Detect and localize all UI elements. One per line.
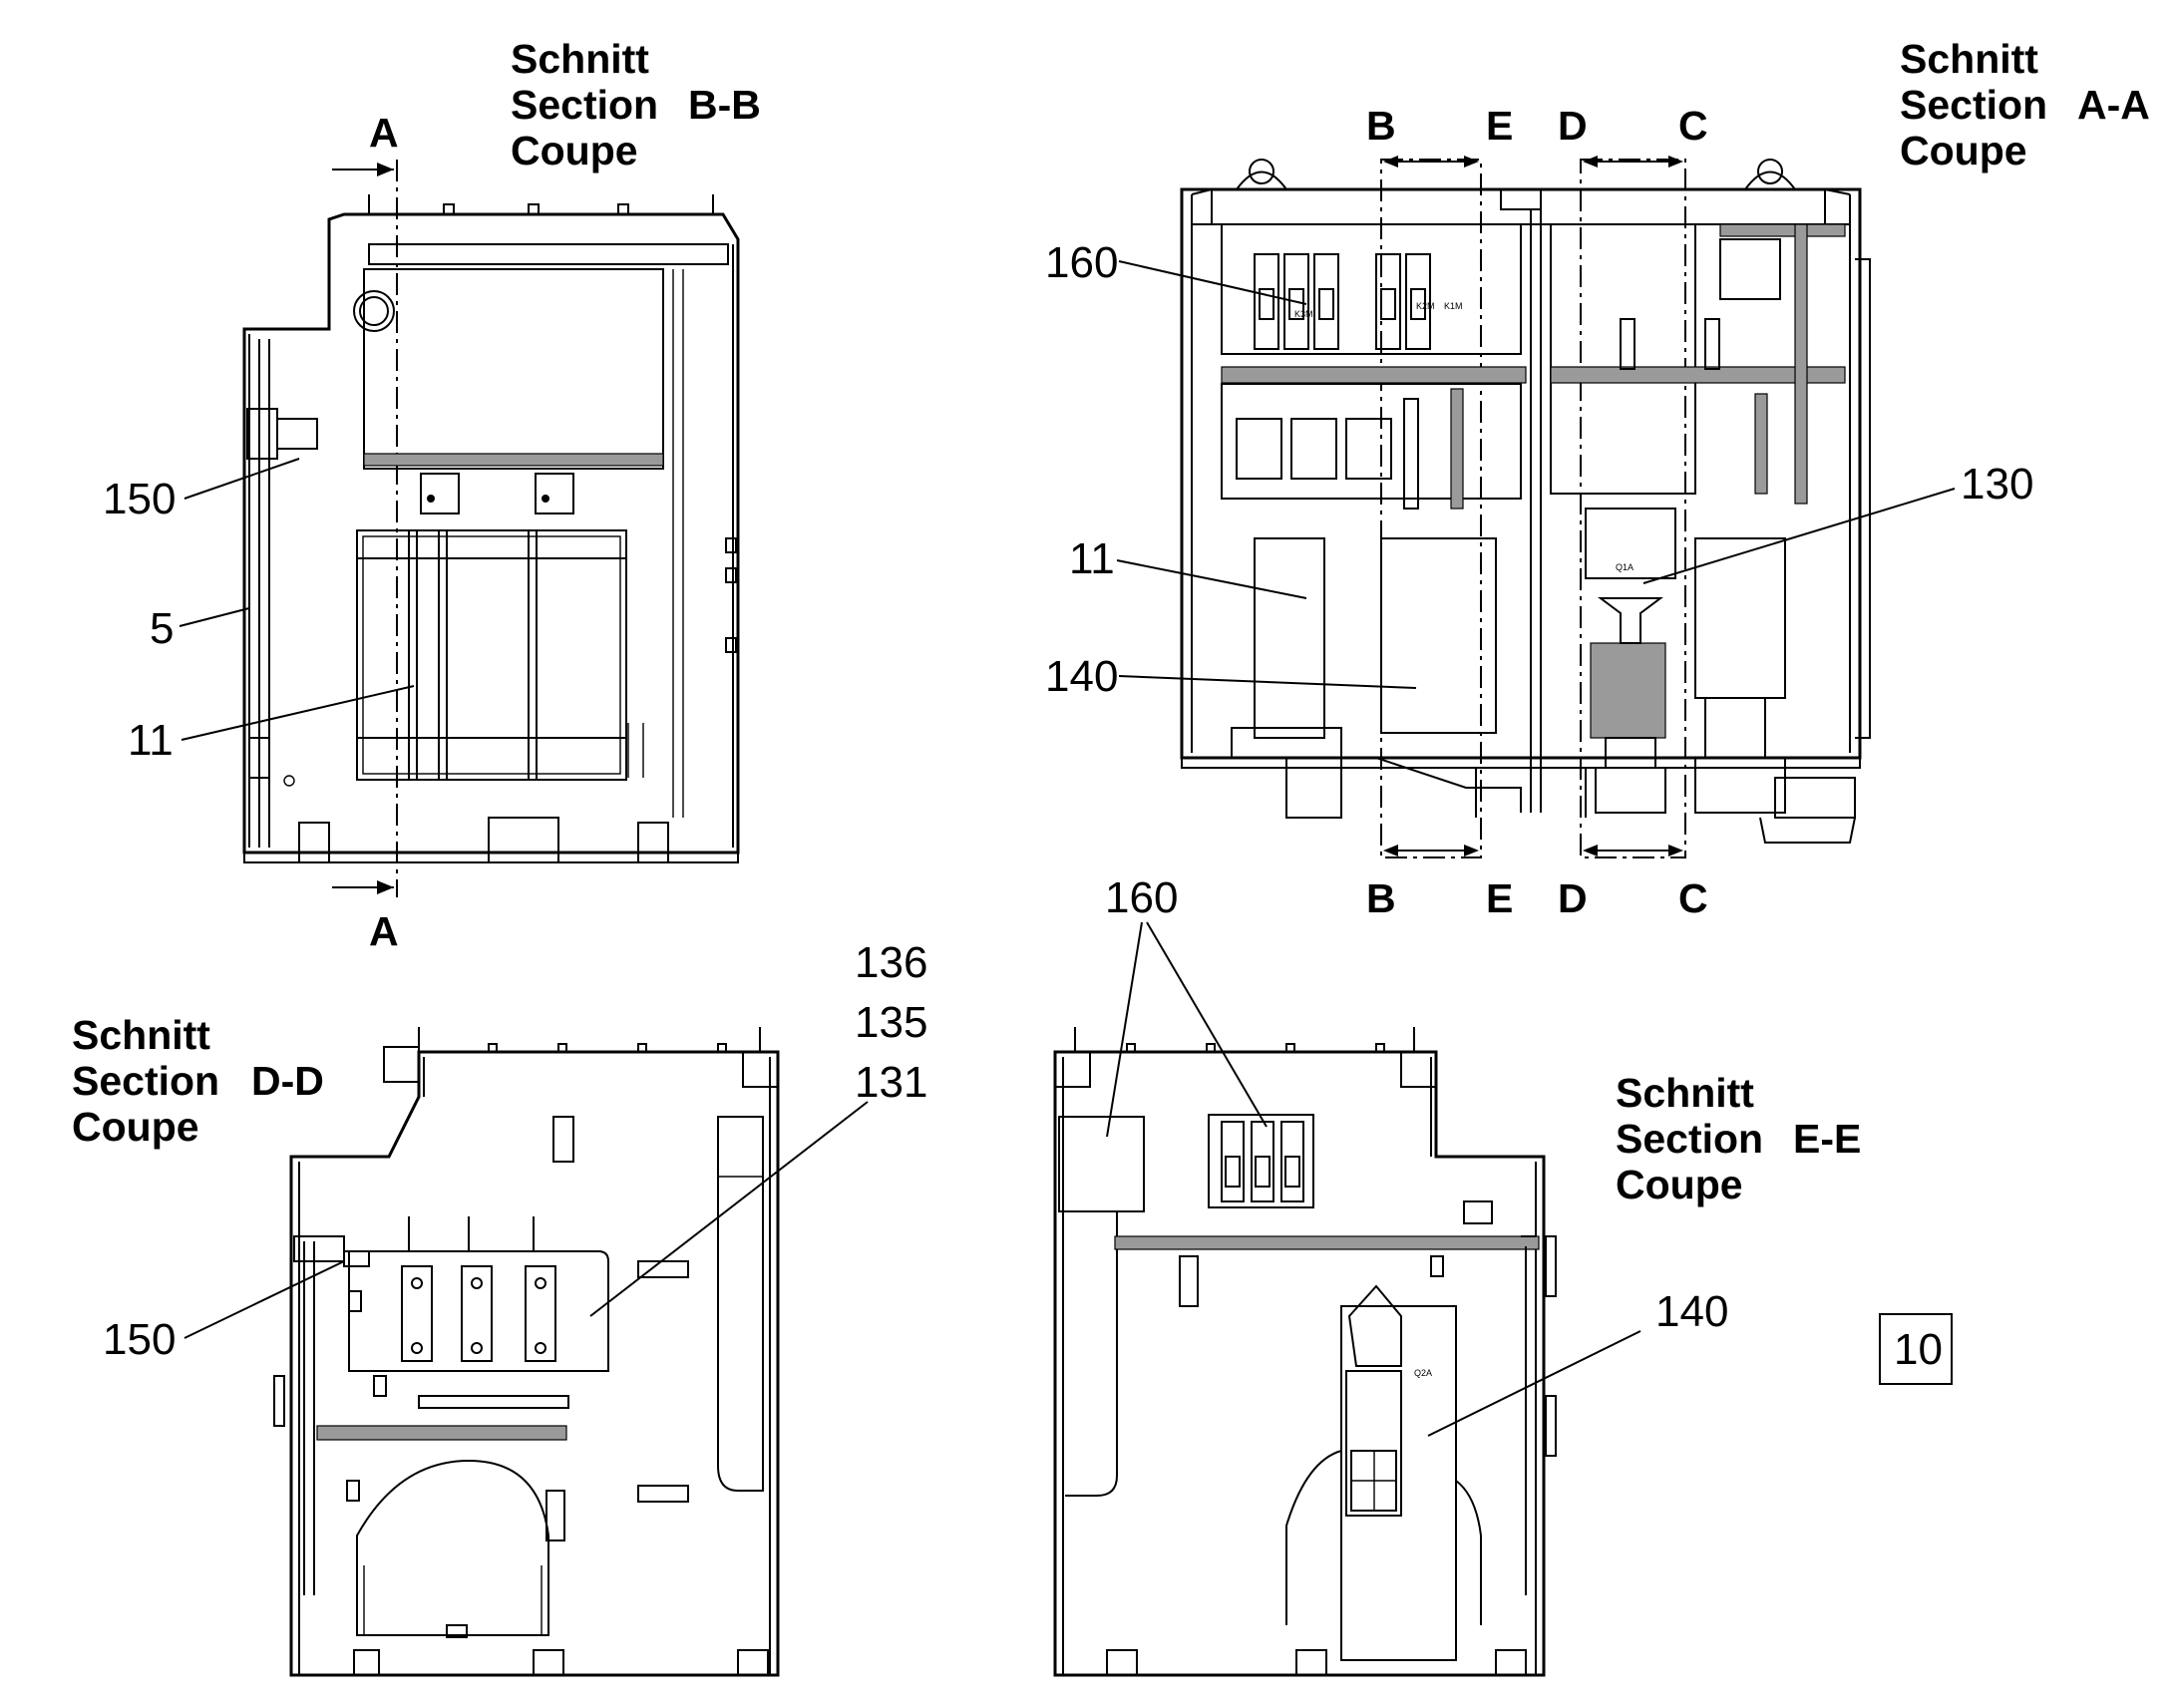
label-q2a: Q2A: [1414, 1368, 1432, 1378]
cut-mark-c-bottom: C: [1678, 875, 1708, 921]
callout-150-bb: 150: [103, 475, 176, 523]
page-number: 10: [1894, 1325, 1943, 1374]
callout-140-aa: 140: [1045, 652, 1118, 701]
section-d-d-title-line2: Section: [72, 1058, 219, 1104]
section-d-d-title-line3: Coupe: [72, 1104, 199, 1150]
section-a-a-title-line1: Schnitt: [1900, 36, 2038, 82]
cut-zone-d-c: [1580, 159, 1686, 858]
section-e-e-title-line2: Section: [1616, 1116, 1763, 1162]
cut-mark-b-bottom: B: [1366, 875, 1396, 921]
callout-11-bb: 11: [128, 716, 174, 765]
callout-5-bb: 5: [150, 604, 174, 653]
section-e-e-id: E-E: [1793, 1116, 1861, 1162]
callout-135-dd: 135: [855, 998, 927, 1047]
cut-mark-e-bottom: E: [1486, 875, 1513, 921]
cut-mark-a-bottom: A: [369, 908, 399, 954]
cut-mark-a-top: A: [369, 110, 399, 156]
section-e-e-title-line3: Coupe: [1616, 1162, 1743, 1207]
section-a-a-title-line2: Section: [1900, 82, 2047, 128]
callout-11-aa: 11: [1069, 534, 1115, 583]
section-a-a-callouts: 160 11 140 130: [1045, 238, 2033, 701]
page-number-box: 10: [1879, 1313, 1953, 1385]
cut-mark-d-top: D: [1558, 103, 1588, 149]
section-e-e-title-line1: Schnitt: [1616, 1070, 1754, 1116]
section-b-b-id: B-B: [688, 82, 761, 128]
cut-mark-e-top: E: [1486, 103, 1513, 149]
section-a-a-view: Schnitt Section Coupe A-A B E D C B E D …: [1180, 36, 2150, 921]
callout-160-ee: 160: [1105, 873, 1178, 922]
cut-mark-b-top: B: [1366, 103, 1396, 149]
section-d-d-id: D-D: [251, 1058, 324, 1104]
contactor-group-top-left: [1254, 253, 1431, 350]
callout-130-aa: 130: [1961, 460, 2033, 509]
callout-150-dd: 150: [103, 1315, 176, 1364]
section-b-b-title-line1: Schnitt: [511, 36, 649, 82]
section-e-e-view: Schnitt Section Coupe E-E Q2A: [1053, 1027, 1861, 1677]
section-d-d-callouts: 136 135 131 150: [103, 938, 927, 1364]
cut-mark-c-top: C: [1678, 103, 1708, 149]
section-b-b-title-line3: Coupe: [511, 128, 638, 173]
section-d-d-view: Schnitt Section Coupe D-D: [72, 1012, 780, 1677]
section-e-e-callouts: 160 140: [1105, 873, 1728, 1437]
section-a-a-id: A-A: [2077, 82, 2150, 128]
section-a-a-title-line3: Coupe: [1900, 128, 2027, 173]
label-k1m: K1M: [1444, 301, 1463, 311]
callout-131-dd: 131: [855, 1058, 927, 1107]
label-k3m: K3M: [1294, 309, 1313, 319]
section-b-b-callouts: 150 5 11: [103, 458, 415, 765]
section-b-b-view: Schnitt Section Coupe B-B A A: [242, 36, 761, 954]
cut-mark-d-bottom: D: [1558, 875, 1588, 921]
callout-160-aa: 160: [1045, 238, 1118, 287]
callout-140-ee: 140: [1655, 1287, 1728, 1336]
section-b-b-title-line2: Section: [511, 82, 658, 128]
label-k2m: K2M: [1416, 301, 1435, 311]
callout-136-dd: 136: [855, 938, 927, 987]
section-d-d-title-line1: Schnitt: [72, 1012, 210, 1058]
cut-zone-b-e: [1380, 159, 1482, 858]
label-q1a: Q1A: [1616, 562, 1634, 572]
